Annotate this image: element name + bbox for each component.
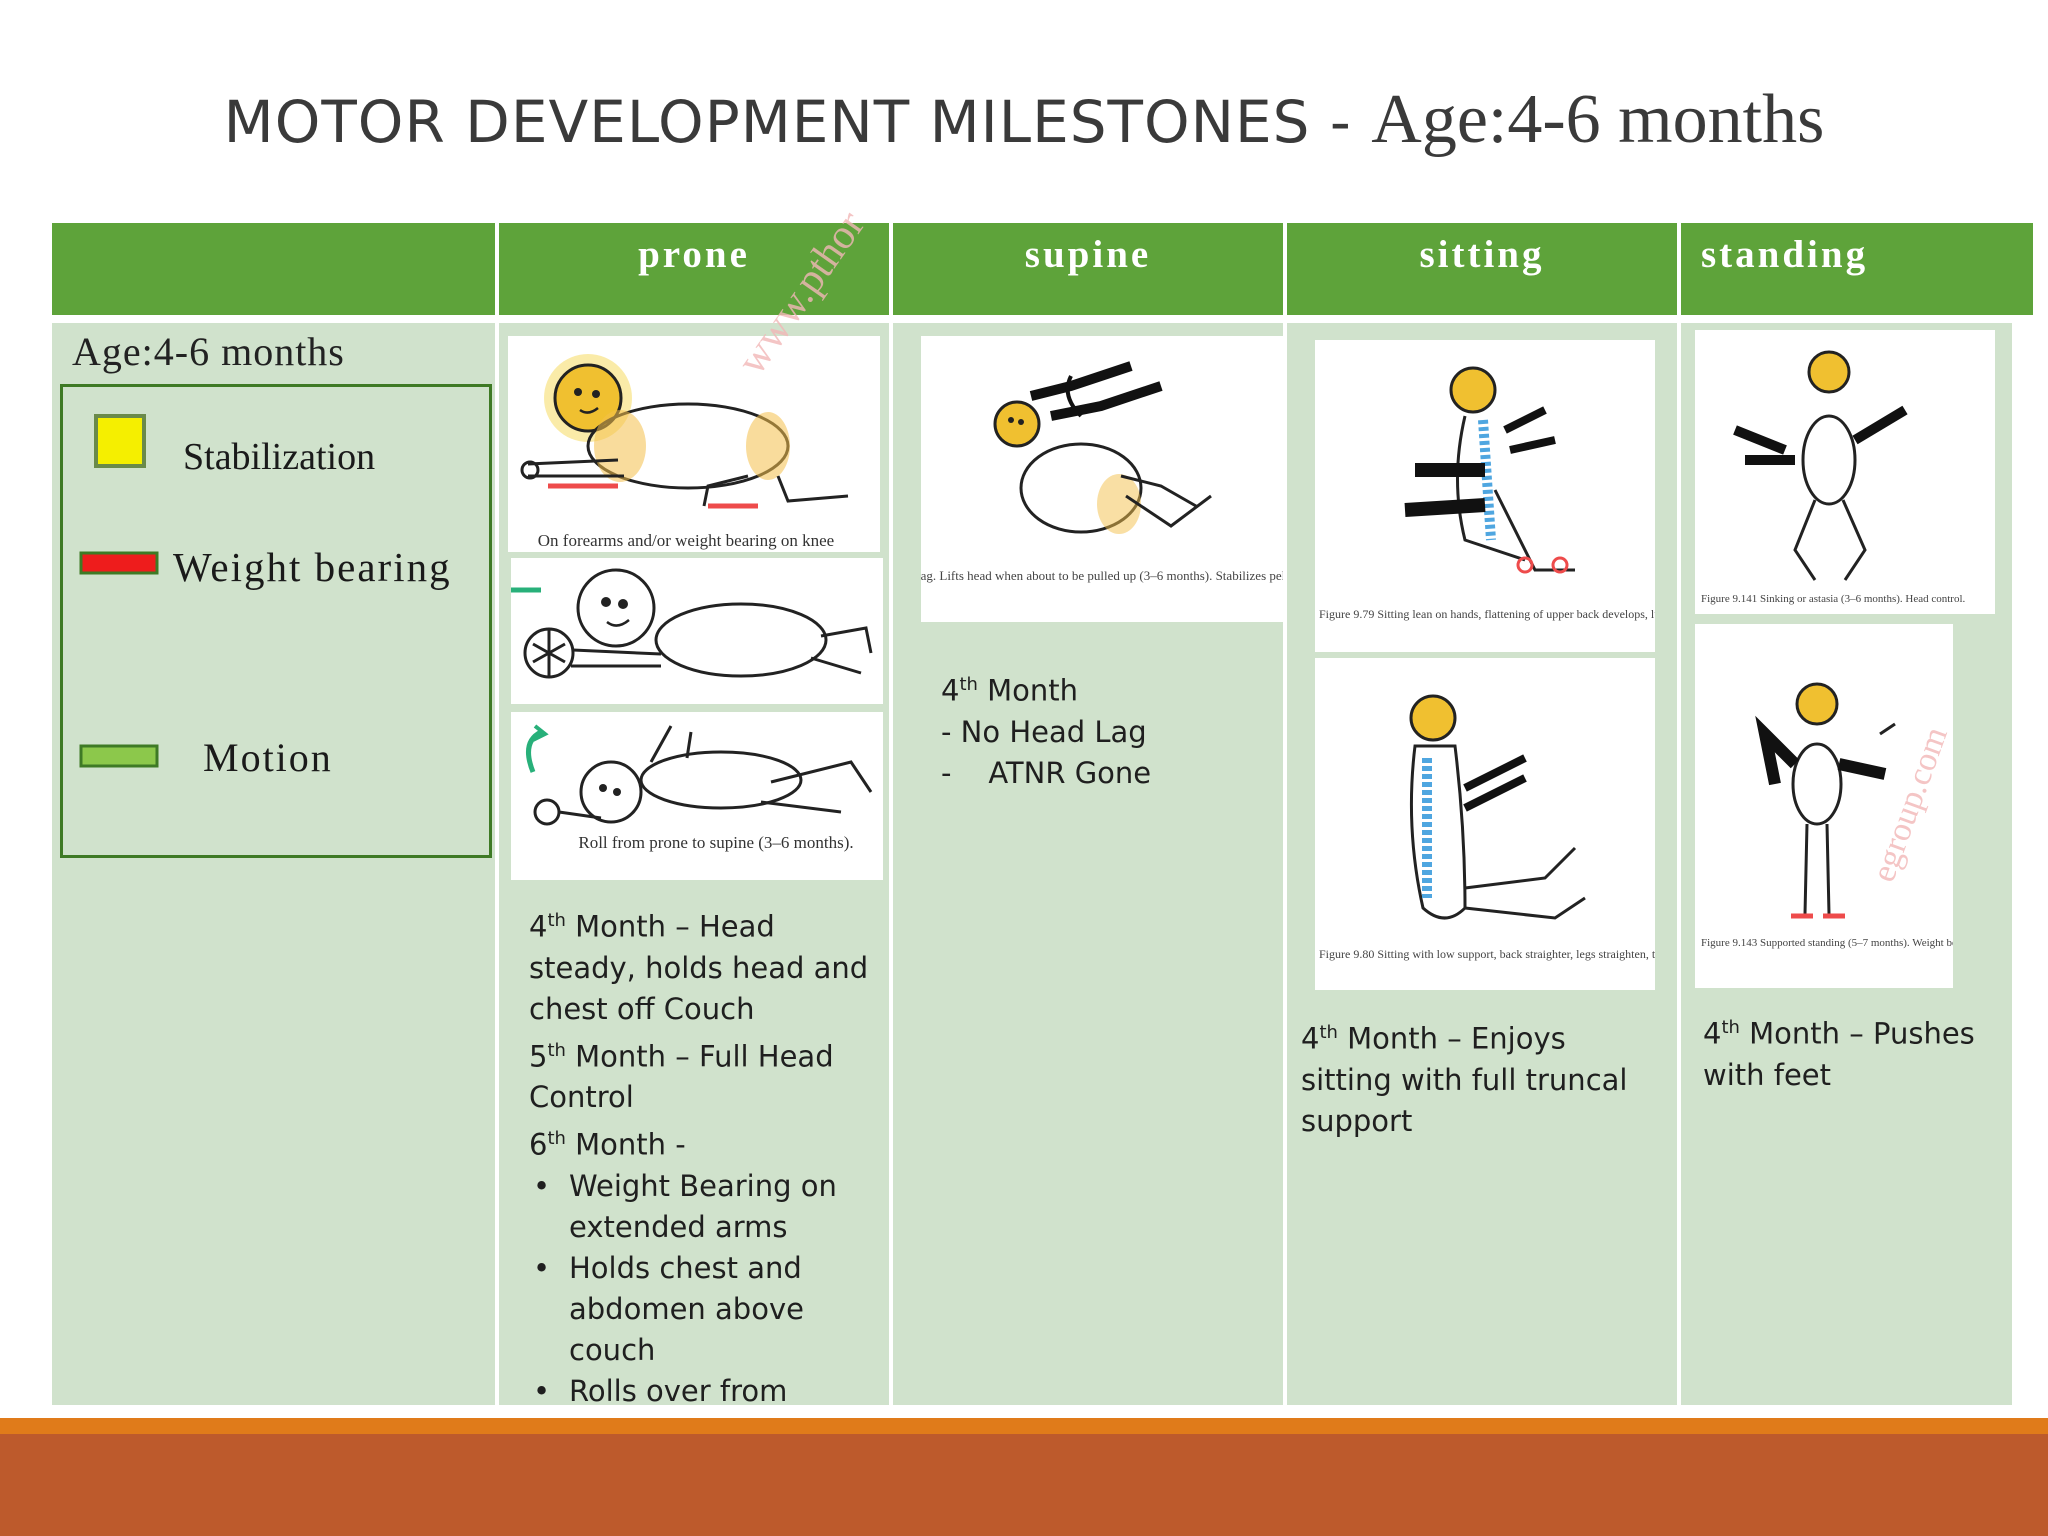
sitting-caption-1: Figure 9.79 Sitting lean on hands, flatt…: [1319, 607, 1655, 621]
slide-title: MOTOR DEVELOPMENT MILESTONES - Age:4-6 m…: [0, 80, 2048, 160]
standing-caption-1: Figure 9.141 Sinking or astasia (3–6 mon…: [1701, 593, 1966, 605]
header-prone: prone: [499, 223, 889, 315]
standing-image-supported: Figure 9.143 Supported standing (5–7 mon…: [1695, 624, 2015, 988]
header-standing: standing: [1681, 223, 2033, 315]
legend-weight-bearing: Weight bearing: [173, 544, 452, 590]
footer-band-rust: [0, 1434, 2048, 1536]
supine-image-pulled-up: Decrease head lag. Lifts head when about…: [838, 336, 1304, 622]
prone-milestones-text: 4th Month – Head steady, holds head and …: [529, 900, 874, 1453]
standing-line-4th: 4th Month – Pushes with feet: [1703, 1016, 1975, 1092]
prone-caption-3: Roll from prone to supine (3–6 months).: [578, 833, 853, 852]
sitting-line-4th: 4th Month – Enjoys sitting with full tru…: [1301, 1021, 1628, 1138]
supine-line-4th: 4th Month: [941, 673, 1079, 708]
motion-swatch: [79, 744, 159, 768]
prone-image-roll: Roll from prone to supine (3–6 months).: [511, 712, 883, 880]
footer-band-orange: [0, 1418, 2048, 1434]
prone-image-reaching: [511, 558, 883, 704]
header-blank: [52, 223, 495, 315]
legend-column: [52, 323, 495, 1405]
standing-milestones-text: 4th Month – Pushes with feet: [1703, 1007, 2003, 1096]
supine-caption: Decrease head lag. Lifts head when about…: [921, 568, 1283, 583]
standing-caption-2: Figure 9.143 Supported standing (5–7 mon…: [1701, 937, 1953, 949]
supine-line-atnr: - ATNR Gone: [941, 755, 1152, 790]
stabilization-swatch: [94, 414, 146, 468]
title-age: Age:4-6 months: [1371, 81, 1825, 158]
header-supine: supine: [893, 223, 1283, 315]
prone-bullets: Weight Bearing on extended arms Holds ch…: [529, 1166, 874, 1453]
title-main: MOTOR DEVELOPMENT MILESTONES -: [223, 88, 1372, 156]
sitting-milestones-text: 4th Month – Enjoys sitting with full tru…: [1301, 1012, 1661, 1142]
standing-image-sinking: Figure 9.141 Sinking or astasia (3–6 mon…: [1695, 330, 1995, 614]
prone-caption-1: On forearms and/or weight bearing on kne…: [538, 531, 834, 550]
sitting-image-low-support: Figure 9.80 Sitting with low support, ba…: [1315, 658, 1822, 990]
age-label: Age:4-6 months: [72, 329, 345, 374]
weight-bearing-swatch: [79, 551, 159, 575]
prone-line-4th: 4th Month – Head steady, holds head and …: [529, 909, 869, 1026]
prone-line-6th: 6th Month -: [529, 1127, 686, 1162]
sitting-image-lean-on-hands: Figure 9.79 Sitting lean on hands, flatt…: [1315, 340, 1855, 652]
list-item: Holds chest and abdomen above couch: [529, 1248, 874, 1371]
prone-image-forearms: On forearms and/or weight bearing on kne…: [508, 203, 880, 552]
supine-line-head-lag: - No Head Lag: [941, 714, 1147, 749]
legend-stabilization: Stabilization: [183, 436, 376, 478]
prone-line-5th: 5th Month – Full Head Control: [529, 1039, 834, 1115]
list-item: Weight Bearing on extended arms: [529, 1166, 874, 1248]
sitting-caption-2: Figure 9.80 Sitting with low support, ba…: [1319, 947, 1655, 961]
legend-box: Stabilization Weight bearing Motion: [60, 384, 492, 858]
header-sitting: sitting: [1287, 223, 1677, 315]
supine-milestones-text: 4th Month - No Head Lag - ATNR Gone: [941, 664, 1271, 794]
legend-motion: Motion: [203, 735, 333, 780]
